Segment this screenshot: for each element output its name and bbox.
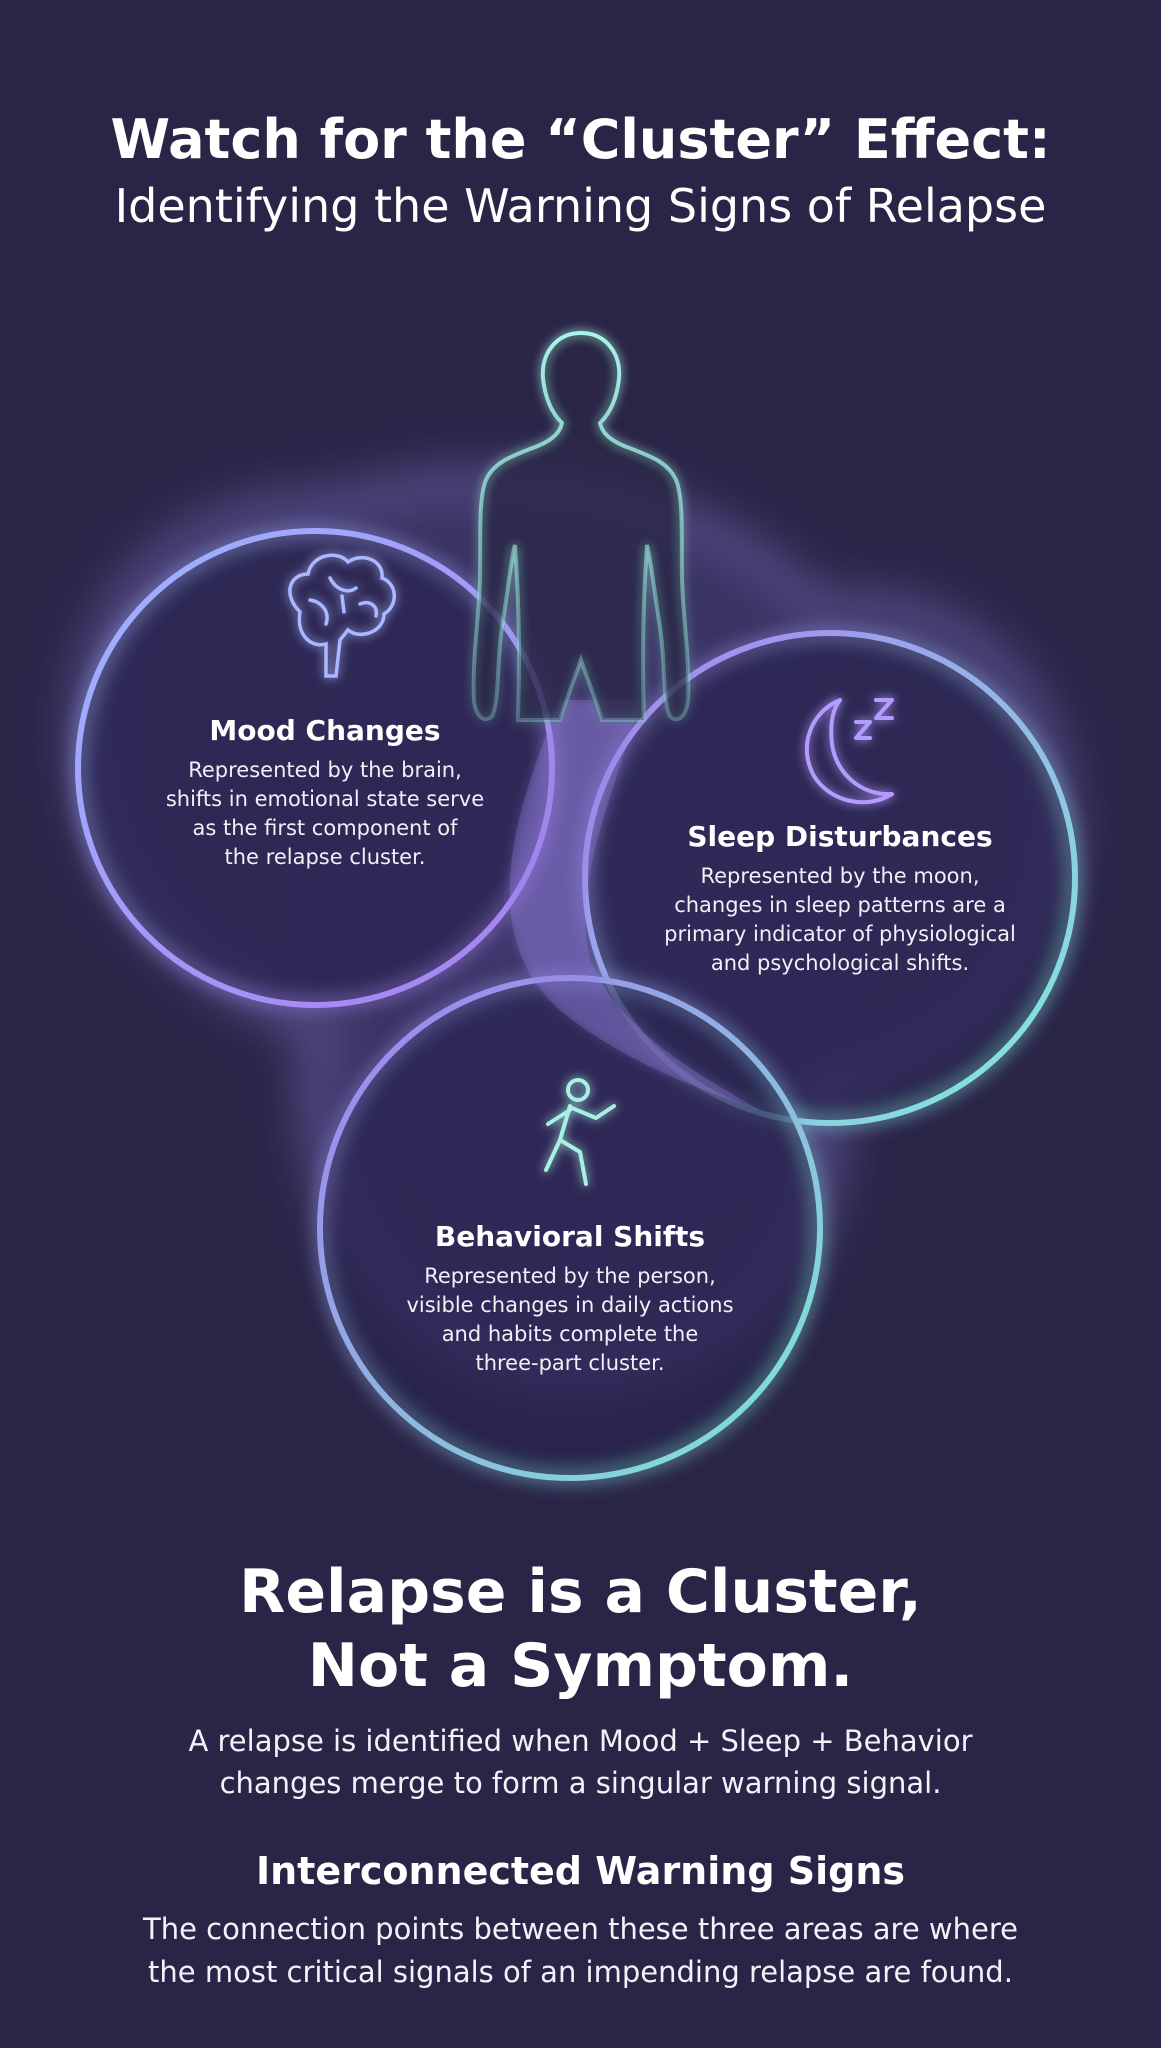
- mood-description-line-1: Represented by the brain,: [188, 758, 462, 782]
- mood-description-line-2: shifts in emotional state serve: [165, 787, 485, 811]
- sleep-description-line-1: Represented by the moon,: [700, 864, 980, 888]
- brain-icon: [288, 553, 396, 678]
- behavior-description-line-1: Represented by the person,: [424, 1264, 716, 1288]
- sleep-description-line-4: and psychological shifts.: [710, 951, 970, 975]
- summary-heading-line-1: Relapse is a Cluster,: [239, 1557, 922, 1627]
- behavior-label: Behavioral Shifts: [434, 1220, 706, 1253]
- summary-body-line-2: changes merge to form a singular warning…: [219, 1766, 942, 1800]
- behavior-description-line-3: and habits complete the: [441, 1322, 699, 1346]
- moon-zzz-icon: [804, 698, 894, 805]
- interconnected-body-line-2: the most critical signals of an impendin…: [148, 1955, 1013, 1989]
- interconnected-body-line-1: The connection points between these thre…: [143, 1912, 1018, 1946]
- mood-description-line-3: as the first component of: [192, 816, 458, 840]
- behavior-description-line-4: three-part cluster.: [475, 1351, 665, 1375]
- behavior-description-line-2: visible changes in daily actions: [406, 1293, 734, 1317]
- connection-ribbon: [509, 700, 760, 1110]
- mood-label: Mood Changes: [209, 714, 441, 747]
- summary-heading-line-2: Not a Symptom.: [307, 1631, 854, 1701]
- interconnected-heading: Interconnected Warning Signs: [255, 1849, 906, 1893]
- sleep-description-line-2: changes in sleep patterns are a: [674, 893, 1006, 917]
- walking-person-icon: [544, 1078, 616, 1186]
- figure-icon: [471, 330, 691, 722]
- cluster-diagram: [69, 330, 1078, 1481]
- page-title: Watch for the “Cluster” Effect:: [110, 108, 1051, 171]
- page-subtitle: Identifying the Warning Signs of Relapse: [114, 179, 1047, 233]
- mood-description-line-4: the relapse cluster.: [224, 845, 426, 869]
- summary-body-line-1: A relapse is identified when Mood + Slee…: [188, 1724, 973, 1758]
- sleep-label: Sleep Disturbances: [687, 820, 993, 853]
- sleep-description-line-3: primary indicator of physiological: [664, 922, 1016, 946]
